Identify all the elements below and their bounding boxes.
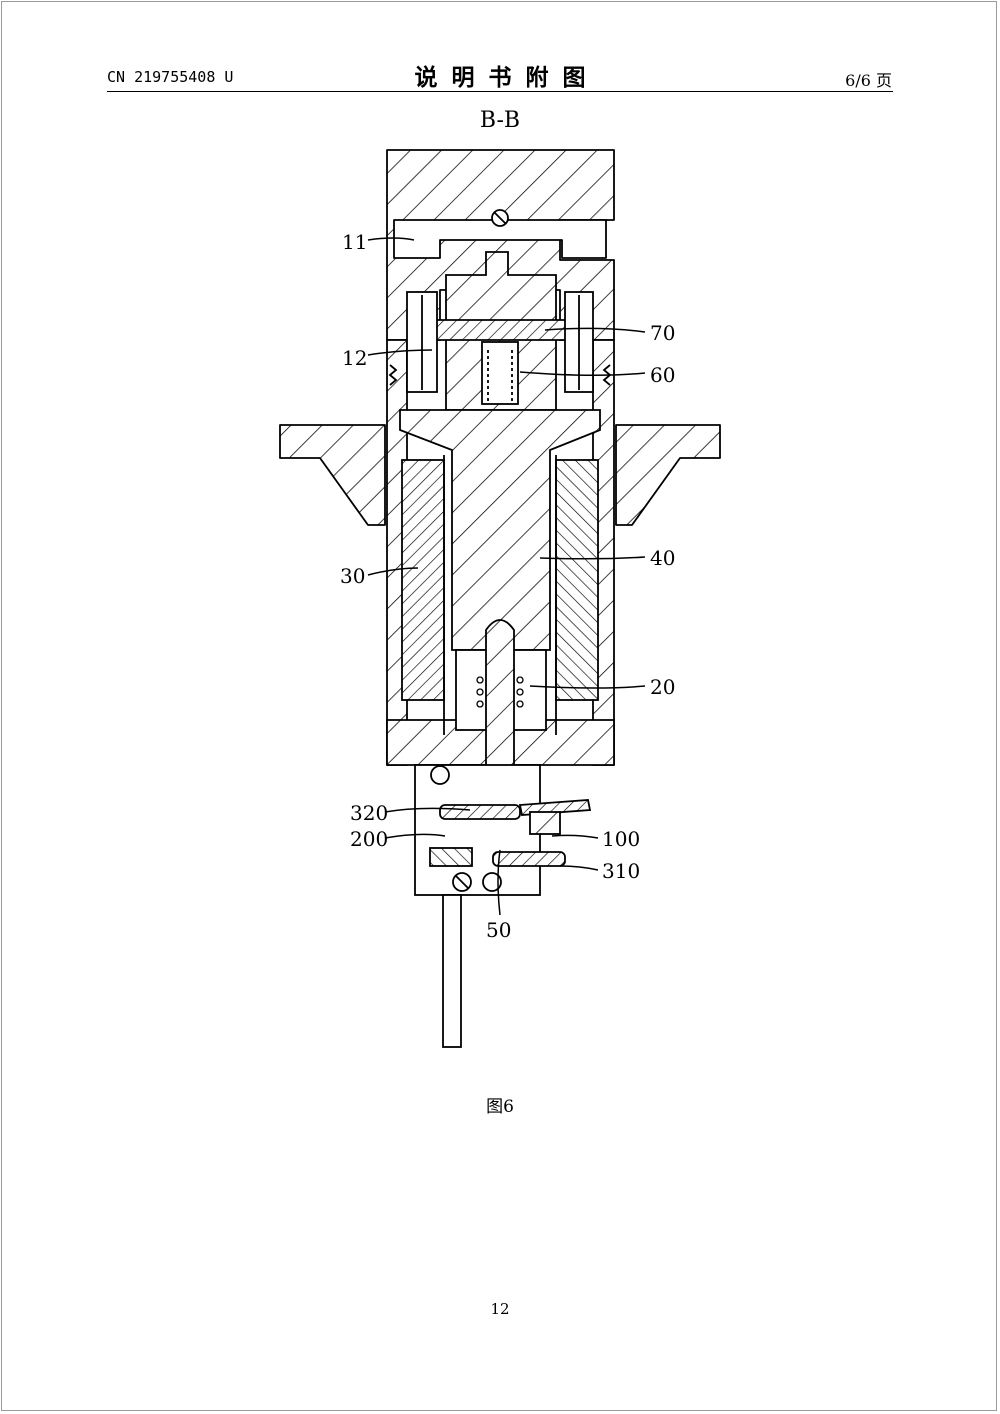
header-rule xyxy=(107,91,893,92)
ref-200: 200 xyxy=(350,827,388,851)
armature-and-coil xyxy=(399,409,601,801)
ref-60: 60 xyxy=(650,363,675,387)
ref-40: 40 xyxy=(650,546,675,570)
document-number: CN 219755408 U xyxy=(107,68,234,86)
ref-320: 320 xyxy=(350,801,388,825)
page-number: 12 xyxy=(490,1300,510,1318)
ref-30: 30 xyxy=(340,564,365,588)
upper-core xyxy=(388,251,612,411)
ref-11: 11 xyxy=(342,230,367,254)
reference-numerals: 11 12 70 60 30 40 20 320 200 100 310 50 xyxy=(340,230,675,942)
lower-assembly xyxy=(414,209,592,1048)
ref-20: 20 xyxy=(650,675,675,699)
ref-50: 50 xyxy=(486,918,511,942)
page-reference: 6/6 页 xyxy=(845,71,892,90)
ref-100: 100 xyxy=(602,827,640,851)
leader-lines xyxy=(367,237,646,916)
ref-310: 310 xyxy=(602,859,640,883)
section-label: B-B xyxy=(479,108,521,133)
ref-12: 12 xyxy=(342,346,367,370)
header-title: 说明书附图 xyxy=(414,64,600,91)
figure-caption: 图6 xyxy=(486,1097,514,1117)
ref-70: 70 xyxy=(650,321,675,345)
